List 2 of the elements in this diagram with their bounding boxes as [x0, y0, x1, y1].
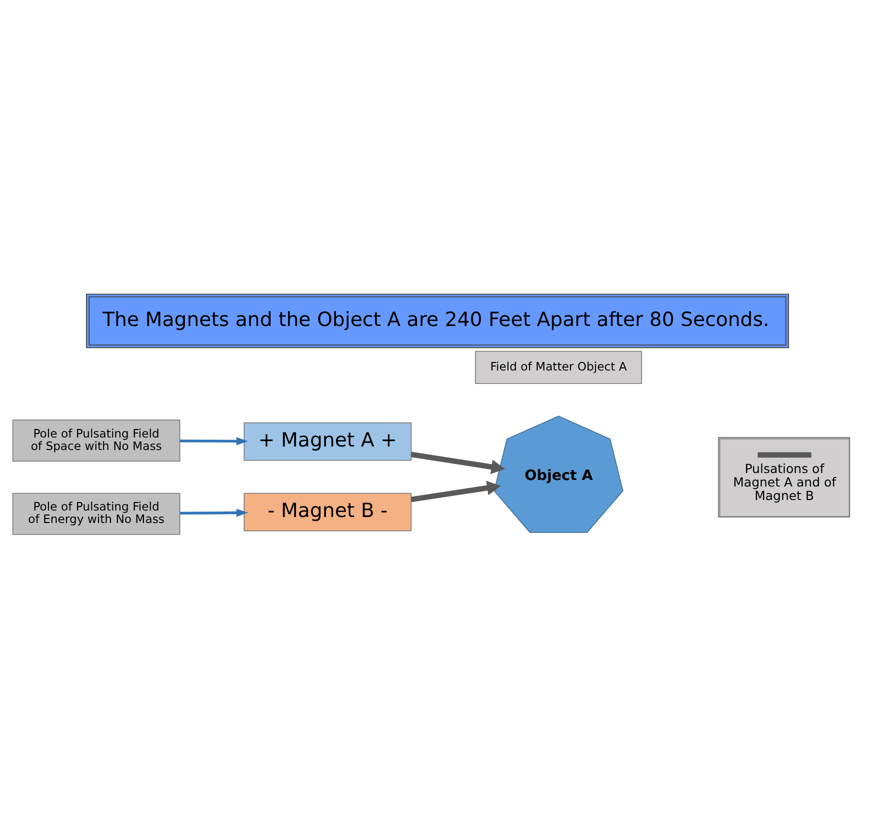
diagram-title: The Magnets and the Object A are 240 Feet Apart after 80 Seconds.: [102, 307, 770, 330]
legend-label: Pulsations of Magnet A and of Magnet B: [733, 460, 836, 502]
